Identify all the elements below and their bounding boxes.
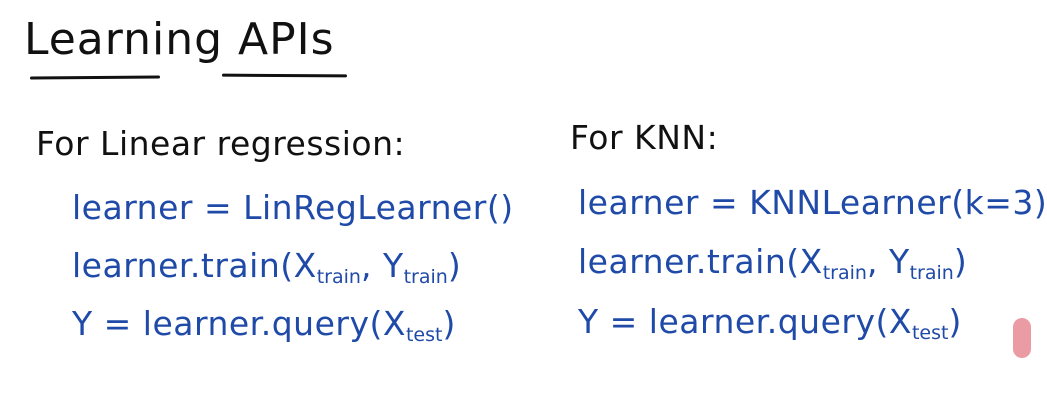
knn-query-line: Y = learner.query(Xtest) [578, 302, 962, 344]
linreg-train-suffix: ) [447, 246, 462, 285]
linreg-train-middle: , Y [360, 246, 404, 285]
linreg-query-suffix: ) [442, 304, 456, 343]
linreg-query-x-subscript: test [405, 324, 443, 346]
linreg-train-x-subscript: train [316, 266, 361, 288]
title-underline-right [221, 73, 348, 78]
linreg-train-line: learner.train(Xtrain, Ytrain) [72, 246, 461, 288]
linear-regression-heading: For Linear regression: [36, 124, 406, 163]
page-title: Learning APIs [24, 14, 335, 65]
knn-train-middle: , Y [866, 242, 910, 281]
knn-train-prefix: learner.train(X [578, 242, 823, 281]
knn-train-suffix: ) [953, 242, 968, 281]
edge-marker [1013, 318, 1031, 358]
knn-query-prefix: Y = learner.query(X [578, 302, 912, 341]
linreg-constructor-line: learner = LinRegLearner() [72, 188, 514, 227]
linreg-train-y-subscript: train [403, 266, 448, 288]
knn-train-line: learner.train(Xtrain, Ytrain) [578, 242, 967, 284]
knn-train-y-subscript: train [909, 262, 954, 284]
knn-query-x-subscript: test [911, 322, 949, 344]
linreg-query-prefix: Y = learner.query(X [72, 304, 406, 343]
whiteboard-canvas: Learning APIs For Linear regression: lea… [24, 14, 1047, 358]
linreg-train-prefix: learner.train(X [72, 246, 317, 285]
title-underline-left [29, 75, 161, 80]
knn-query-suffix: ) [948, 302, 962, 341]
knn-train-x-subscript: train [822, 262, 867, 284]
linreg-query-line: Y = learner.query(Xtest) [72, 304, 456, 346]
knn-constructor-line: learner = KNNLearner(k=3) [578, 183, 1047, 222]
knn-heading: For KNN: [570, 118, 719, 157]
